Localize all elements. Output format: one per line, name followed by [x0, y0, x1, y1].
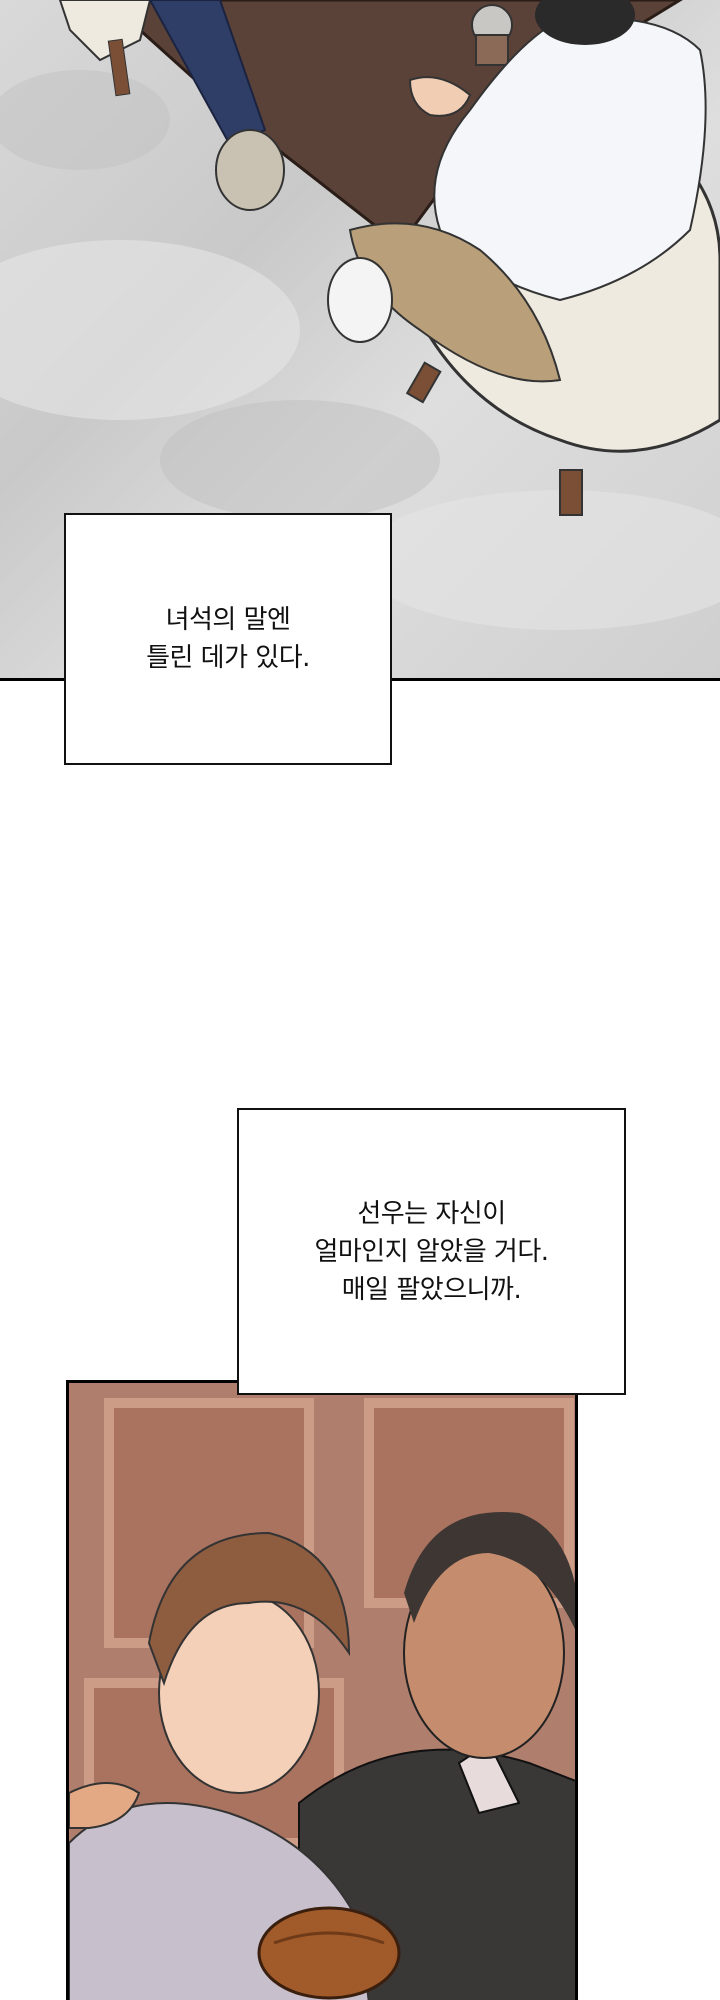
young-man-hand — [69, 1782, 141, 1829]
right-person-shoe — [327, 257, 393, 343]
narration-line: 녀석의 말엔 — [165, 605, 291, 635]
right-person-head — [535, 0, 635, 45]
illustration-panel-portrait — [66, 1380, 578, 2000]
portrait-scene — [69, 1383, 575, 2000]
narration-line: 선우는 자신이 — [357, 1198, 506, 1229]
narration-line: 얼마인지 알았을 거다. — [314, 1236, 549, 1267]
older-man-hair — [404, 1512, 575, 1630]
narration-line: 틀린 데가 있다. — [146, 643, 310, 673]
bread — [257, 1906, 401, 2000]
cafe-scene — [0, 0, 720, 630]
right-person-hands — [408, 76, 472, 117]
young-man-hair — [147, 1531, 351, 1687]
left-chair — [58, 0, 152, 62]
shoe — [215, 129, 285, 211]
narration-box-2: 선우는 자신이 얼마인지 알았을 거다. 매일 팔았으니까. — [237, 1108, 626, 1395]
narration-box-1: 녀석의 말엔 틀린 데가 있다. — [64, 513, 392, 765]
narration-line: 매일 팔았으니까. — [341, 1274, 522, 1305]
right-person-shirt — [433, 17, 707, 302]
left-person-legs — [148, 0, 267, 147]
